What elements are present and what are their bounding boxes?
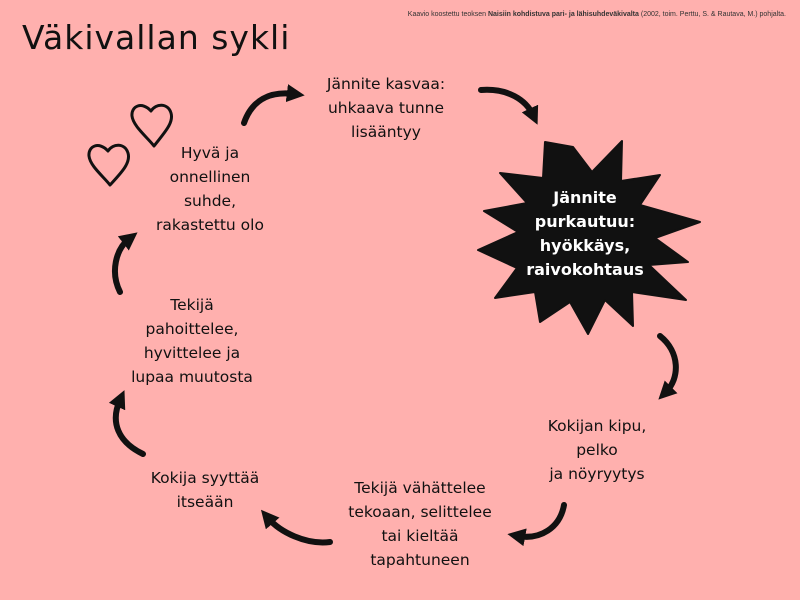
node-line: pahoittelee,: [145, 320, 239, 338]
node-line: rakastettu olo: [156, 216, 264, 234]
node-line: tai kieltää: [381, 527, 459, 545]
node-line: Jännite kasvaa:: [326, 75, 446, 93]
page-title: Väkivallan sykli: [22, 18, 291, 57]
heart-icon: [130, 103, 174, 148]
node-tension: Jännite kasvaa: uhkaava tunne lisääntyy: [300, 72, 472, 144]
node-minimizes: Tekijä vähättelee tekoaan, selittelee ta…: [325, 476, 515, 572]
node-line: uhkaava tunne: [327, 99, 445, 117]
node-self-blame: Kokija syyttää itseään: [130, 466, 280, 514]
node-line: ja nöyryytys: [549, 465, 645, 483]
node-line: Tekijä vähättelee: [354, 479, 486, 497]
node-line: hyökkäys,: [539, 236, 631, 255]
arrow-pain-to-minimizes: [507, 502, 567, 547]
arrow-selfblame-to-apologizes: [108, 390, 146, 457]
node-line: purkautuu:: [534, 212, 636, 231]
node-explosion: Jännite purkautuu: hyökkäys, raivokohtau…: [505, 186, 665, 282]
arrow-honeymoon-to-tension: [241, 84, 305, 126]
node-line: Hyvä ja: [180, 144, 240, 162]
arrow-explosion-to-pain: [657, 333, 679, 400]
node-line: lupaa muutosta: [131, 368, 253, 386]
explosion-burst-shape: [477, 140, 701, 335]
node-line: Jännite: [553, 188, 617, 207]
node-victim-pain: Kokijan kipu, pelko ja nöyryytys: [522, 414, 672, 486]
arrow-apologizes-to-honeymoon: [112, 232, 138, 295]
source-prefix: Kaavio koostettu teoksen: [407, 11, 488, 18]
node-honeymoon: Hyvä ja onnellinen suhde, rakastettu olo: [135, 141, 285, 237]
node-line: tekoaan, selittelee: [348, 503, 492, 521]
node-line: pelko: [576, 441, 618, 459]
heart-icon: [87, 143, 131, 187]
source-book: Naisiin kohdistuva pari- ja lähisuhdeväk…: [487, 11, 639, 18]
node-line: lisääntyy: [351, 123, 421, 141]
node-line: Kokija syyttää: [150, 469, 260, 487]
node-line: suhde,: [183, 192, 237, 210]
arrow-tension-to-explosion: [478, 86, 539, 125]
arrow-minimizes-to-selfblame: [260, 509, 333, 546]
node-apologizes: Tekijä pahoittelee, hyvittelee ja lupaa …: [112, 293, 272, 389]
node-line: onnellinen: [169, 168, 251, 186]
node-line: raivokohtaus: [526, 260, 644, 279]
node-line: tapahtuneen: [370, 551, 470, 569]
source-note: Kaavio koostettu teoksen Naisiin kohdist…: [408, 11, 786, 18]
node-line: Kokijan kipu,: [547, 417, 647, 435]
source-suffix: (2002, toim. Perttu, S. & Rautava, M.) p…: [638, 11, 786, 18]
node-line: hyvittelee ja: [143, 344, 241, 362]
node-line: Tekijä: [170, 296, 214, 314]
node-line: itseään: [176, 493, 234, 511]
